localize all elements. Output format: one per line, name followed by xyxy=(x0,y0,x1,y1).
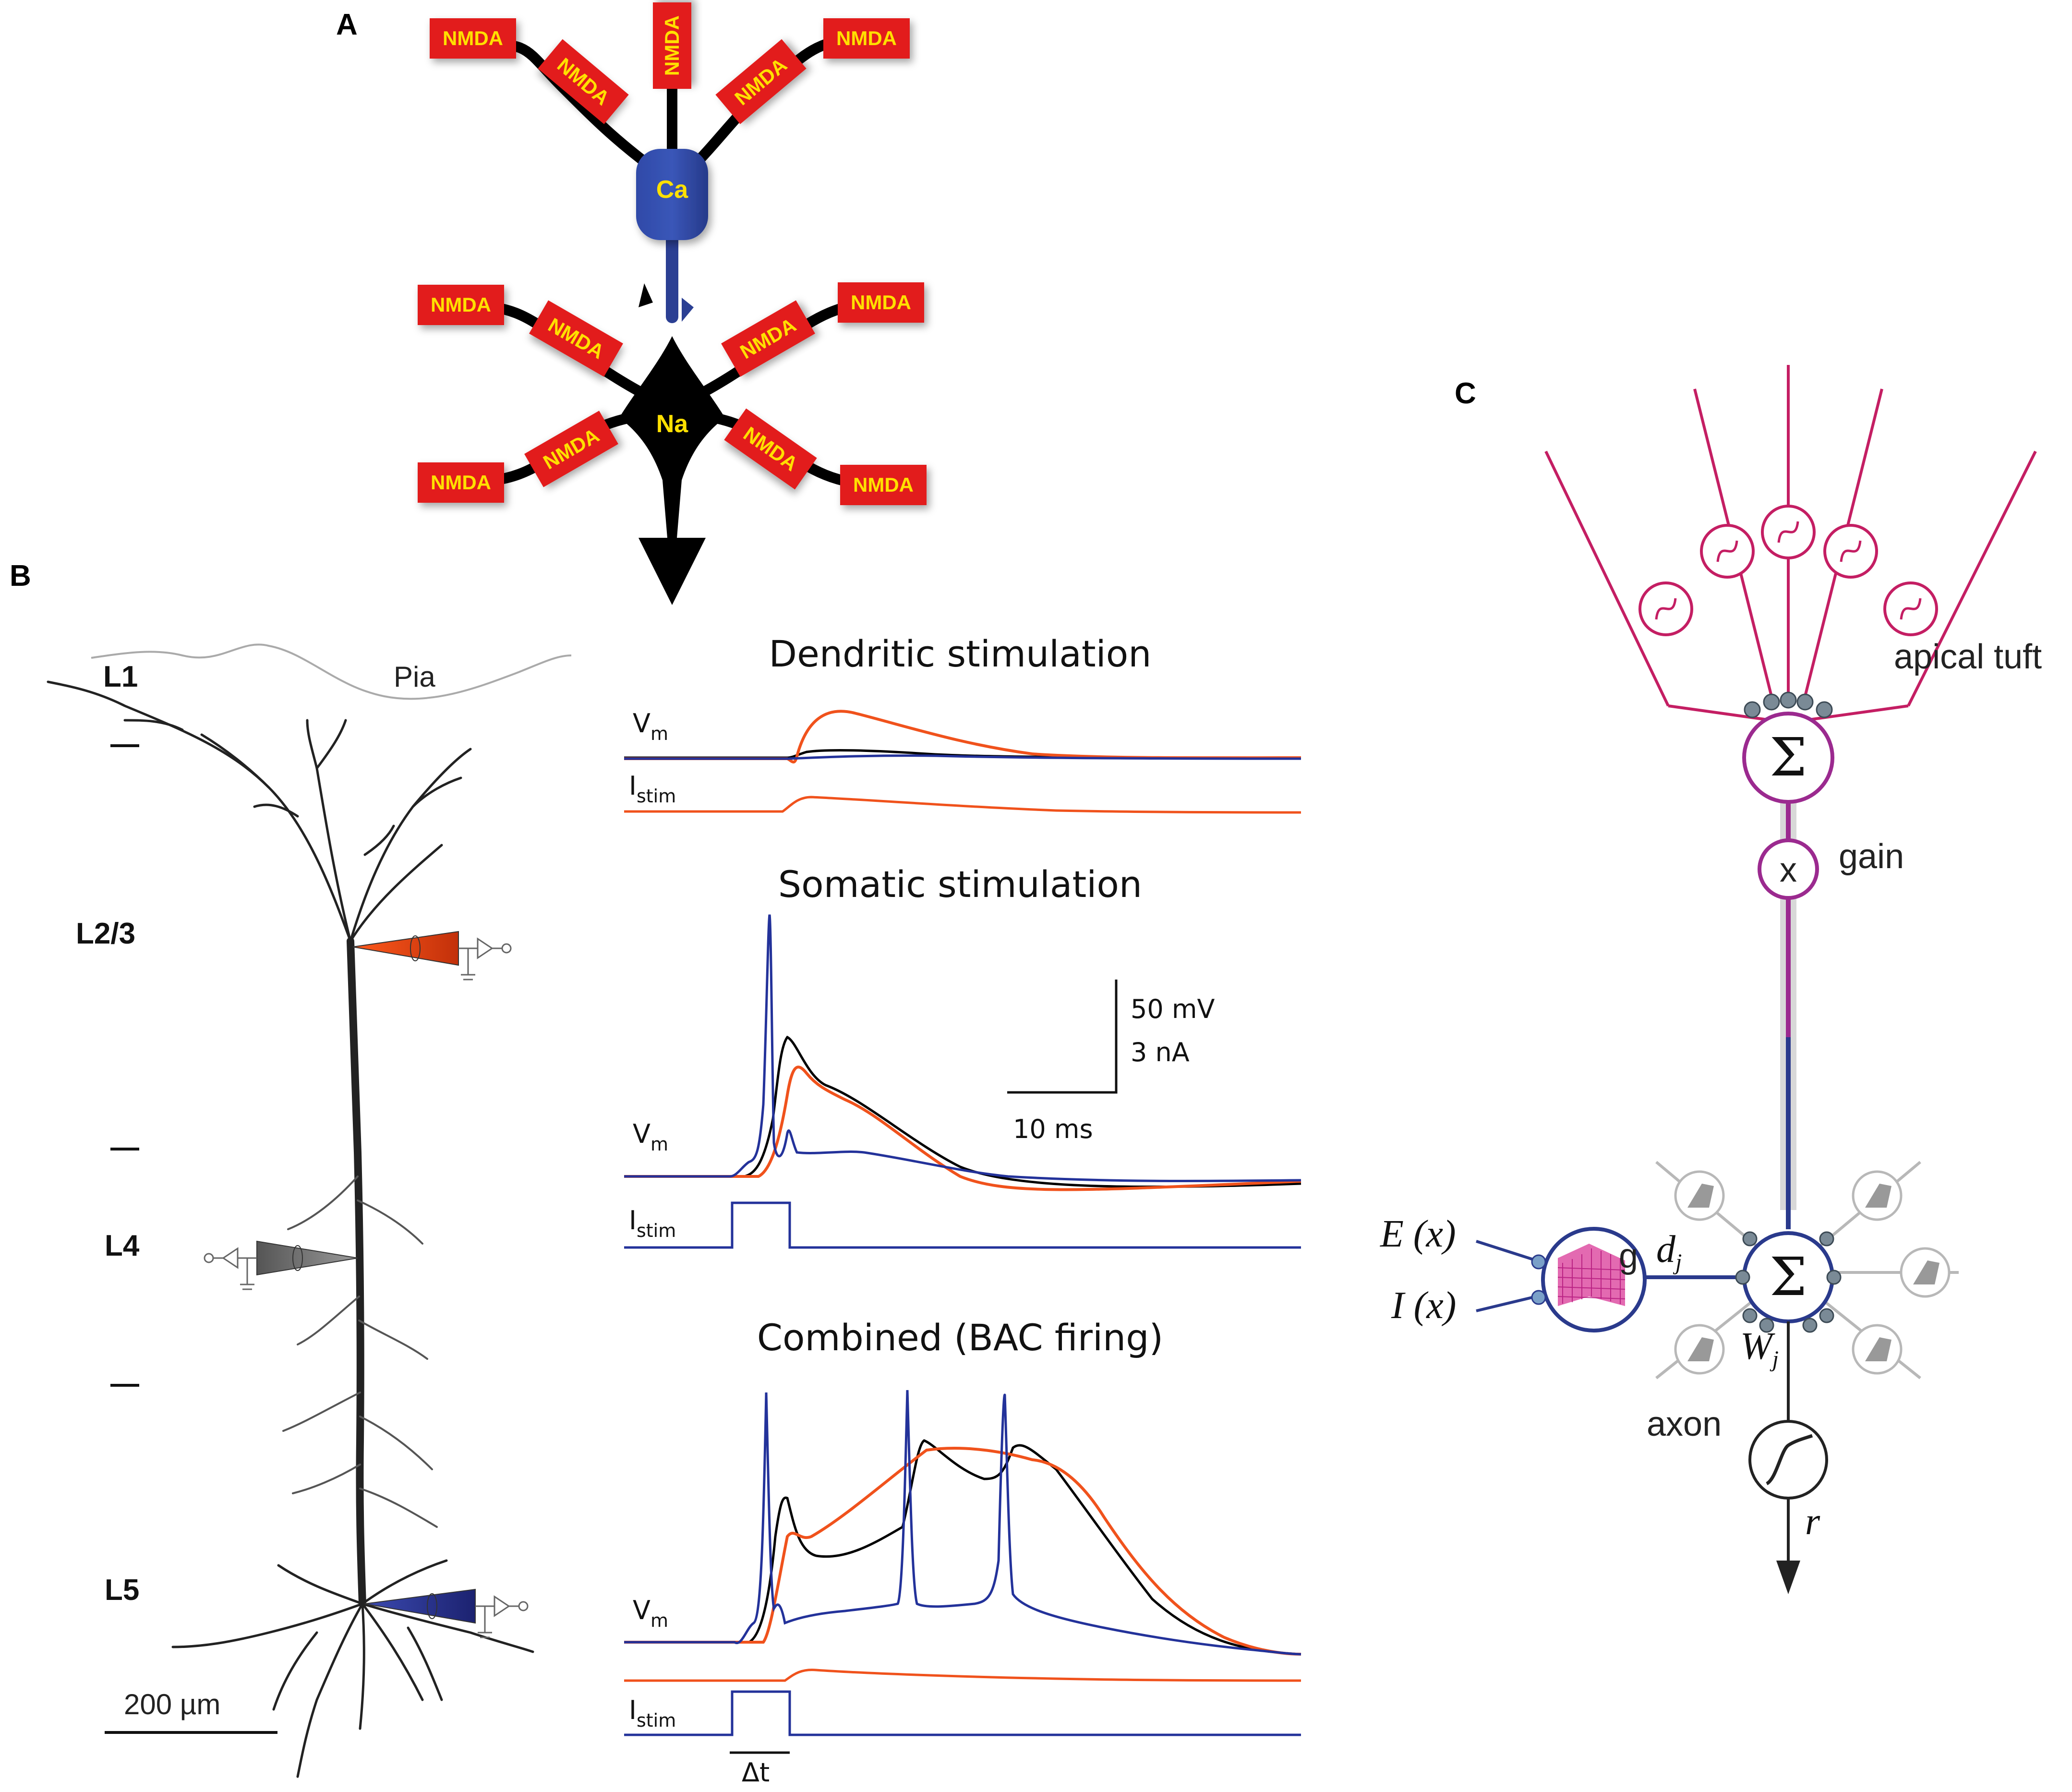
d-label: dj xyxy=(1656,1228,1682,1275)
vm-trace-black xyxy=(624,1035,1301,1188)
scale-bar-label: 200 µm xyxy=(124,1688,220,1720)
vm-trace-blue xyxy=(624,914,1301,1183)
dendritic-stimulation-plot: Dendritic stimulation Vm Istim xyxy=(624,632,1301,814)
tuft-input-line xyxy=(1907,450,2037,707)
trace-title-dendritic: Dendritic stimulation xyxy=(769,632,1152,675)
delta-t-label: Δt xyxy=(742,1757,770,1788)
tuft-input-line xyxy=(1805,704,1909,722)
ca-label: Ca xyxy=(656,176,689,204)
r-label: r xyxy=(1805,1501,1820,1543)
nmda-box: NMDA xyxy=(721,300,815,377)
svg-text:NMDA: NMDA xyxy=(431,471,491,494)
nmda-box: NMDA xyxy=(653,2,691,89)
svg-text:NMDA: NMDA xyxy=(431,293,491,316)
vm-label: Vm xyxy=(633,1119,668,1155)
trace-title-combined: Combined (BAC firing) xyxy=(757,1316,1163,1359)
panel-a-neuron-schematic: Ca Na NMDA NMDA NMDA NMDA NMDA N xyxy=(418,2,927,605)
svg-text:NMDA: NMDA xyxy=(853,473,914,496)
scale-voltage: 50 mV xyxy=(1131,994,1215,1024)
trace-title-somatic: Somatic stimulation xyxy=(778,863,1142,906)
istim-trace-red xyxy=(624,796,1301,814)
na-label: Na xyxy=(656,410,689,438)
axon-label: axon xyxy=(1647,1405,1722,1443)
backprop-arrow-icon xyxy=(638,283,653,307)
w-label: Wj xyxy=(1740,1325,1779,1372)
istim-trace-blue xyxy=(624,1201,1301,1249)
nmda-box: NMDA xyxy=(418,462,504,503)
layer-label-l4: L4 xyxy=(105,1229,140,1262)
forward-arrow-icon xyxy=(682,298,694,322)
istim-trace-blue xyxy=(624,1690,1301,1736)
vm-label: Vm xyxy=(633,708,668,744)
svg-text:NMDA: NMDA xyxy=(836,27,897,49)
nmda-box: NMDA xyxy=(715,39,807,124)
ramp-icon xyxy=(1765,1434,1813,1486)
sum-symbol: Σ xyxy=(1770,1246,1807,1308)
input-i-label: I (x) xyxy=(1391,1284,1456,1327)
input-e-line xyxy=(1476,1240,1537,1262)
tuft-input-line xyxy=(1668,704,1772,722)
istim-label: Istim xyxy=(629,1205,676,1241)
pia-label: Pia xyxy=(394,661,435,693)
panel-label-a: A xyxy=(336,8,358,41)
output-nonlinearity xyxy=(1748,1420,1828,1500)
vm-trace-blue xyxy=(624,1390,1301,1656)
input-i-line xyxy=(1476,1295,1537,1312)
panel-label-b: B xyxy=(10,559,31,593)
nmda-box: NMDA xyxy=(418,285,504,325)
soma-sum-node: Σ xyxy=(1735,1231,1842,1333)
apical-tuft-label: apical tuft xyxy=(1894,638,2042,676)
nmda-box: NMDA xyxy=(524,411,618,487)
somatic-stimulation-plot: Somatic stimulation Vm Istim 50 mV 3 nA … xyxy=(624,863,1301,1249)
sum-symbol: Σ xyxy=(1770,726,1807,788)
dendritic-pipette xyxy=(352,931,512,981)
somatic-pipette xyxy=(364,1588,529,1638)
layer-label-l1: L1 xyxy=(103,660,138,693)
combined-bac-firing-plot: Combined (BAC firing) Vm Istim Δt xyxy=(624,1316,1301,1788)
output-arrow-icon xyxy=(1776,1561,1800,1594)
layer-label-l5: L5 xyxy=(105,1574,139,1607)
nmda-box: NMDA xyxy=(838,282,924,323)
vm-trace-red xyxy=(624,1447,1301,1656)
scale-current: 3 nA xyxy=(1131,1037,1190,1067)
panel-b-morphology: Pia L1 L2/3 L4 L5 200 µm xyxy=(47,643,572,1778)
nmda-box: NMDA xyxy=(823,18,910,59)
g-label: g xyxy=(1619,1237,1638,1275)
g-node: g xyxy=(1531,1227,1647,1332)
vm-trace-red xyxy=(624,1066,1301,1191)
gain-label: gain xyxy=(1839,837,1904,876)
input-e-label: E (x) xyxy=(1380,1213,1456,1255)
scale-time: 10 ms xyxy=(1013,1114,1093,1144)
nmda-box: NMDA xyxy=(529,300,623,377)
vm-trace-blue xyxy=(624,754,1301,760)
ca-compartment xyxy=(636,149,708,240)
pyramidal-neuron xyxy=(47,680,534,1778)
svg-text:NMDA: NMDA xyxy=(661,15,683,76)
istim-label: Istim xyxy=(629,1695,676,1731)
istim-trace-red xyxy=(624,1669,1301,1682)
nmda-box: NMDA xyxy=(840,465,927,505)
tuft-sum-node: Σ xyxy=(1742,691,1834,804)
panel-label-c: C xyxy=(1455,377,1476,410)
gain-node: x xyxy=(1758,838,1819,900)
scale-bar-corner xyxy=(1007,980,1118,1094)
vm-label: Vm xyxy=(633,1595,668,1631)
gain-operator: x xyxy=(1780,851,1797,889)
vm-trace-black xyxy=(624,1439,1301,1656)
na-soma xyxy=(619,336,725,605)
svg-text:NMDA: NMDA xyxy=(851,291,911,314)
nmda-box: NMDA xyxy=(724,408,817,490)
svg-text:NMDA: NMDA xyxy=(443,27,503,49)
istim-label: Istim xyxy=(629,771,676,807)
pia-surface xyxy=(91,643,572,700)
layer-label-l23: L2/3 xyxy=(76,917,135,950)
tuft-input-line xyxy=(1544,450,1670,707)
nmda-box: NMDA xyxy=(430,18,516,59)
panel-c-neuron-model: apical tuft Σ x gain xyxy=(1380,365,2042,1594)
layer4-pipette xyxy=(204,1240,358,1290)
